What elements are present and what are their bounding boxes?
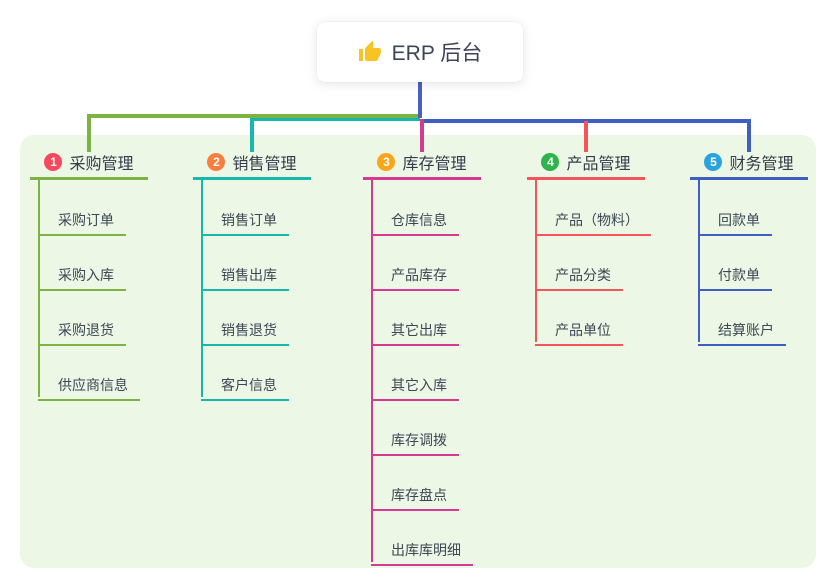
root-label: ERP 后台 [391,42,483,65]
mindmap-background-panel [20,135,816,568]
child-node-结算账户[interactable]: 结算账户 [698,316,786,346]
child-node-产品（物料）[interactable]: 产品（物料） [535,206,651,236]
child-node-产品单位[interactable]: 产品单位 [535,316,623,346]
child-node-产品库存[interactable]: 产品库存 [371,261,459,291]
root-node[interactable]: ERP 后台 [317,22,523,82]
branch-header-销售管理[interactable]: 2 销售管理 [193,146,311,180]
child-node-采购退货[interactable]: 采购退货 [38,316,126,346]
branch-header-产品管理[interactable]: 4 产品管理 [527,146,645,180]
branch-label: 销售管理 [232,155,297,173]
branch-number-badge: 2 [207,152,226,171]
child-node-产品分类[interactable]: 产品分类 [535,261,623,291]
branch-label: 财务管理 [729,155,794,173]
child-node-客户信息[interactable]: 客户信息 [201,371,289,401]
child-node-回款单[interactable]: 回款单 [698,206,772,236]
branch-spine [201,180,203,397]
branch-label: 库存管理 [402,155,467,173]
child-node-销售订单[interactable]: 销售订单 [201,206,289,236]
branch-number-badge: 4 [541,152,560,171]
child-node-销售退货[interactable]: 销售退货 [201,316,289,346]
child-node-供应商信息[interactable]: 供应商信息 [38,371,140,401]
child-node-仓库信息[interactable]: 仓库信息 [371,206,459,236]
branch-spine [38,180,40,397]
branch-spine [535,180,537,342]
branch-number-badge: 5 [704,152,723,171]
branch-spine [371,180,373,562]
branch-label: 产品管理 [566,155,631,173]
child-node-其它出库[interactable]: 其它出库 [371,316,459,346]
branch-label: 采购管理 [69,155,134,173]
child-node-采购入库[interactable]: 采购入库 [38,261,126,291]
branch-header-库存管理[interactable]: 3 库存管理 [363,146,481,180]
child-node-其它入库[interactable]: 其它入库 [371,371,459,401]
branch-number-badge: 3 [377,152,396,171]
child-node-库存调拨[interactable]: 库存调拨 [371,426,459,456]
child-node-付款单[interactable]: 付款单 [698,261,772,291]
child-node-采购订单[interactable]: 采购订单 [38,206,126,236]
thumbs-up-icon [358,40,382,64]
branch-header-财务管理[interactable]: 5 财务管理 [690,146,808,180]
child-node-库存盘点[interactable]: 库存盘点 [371,481,459,511]
branch-header-采购管理[interactable]: 1 采购管理 [30,146,148,180]
branch-number-badge: 1 [44,152,63,171]
child-node-销售出库[interactable]: 销售出库 [201,261,289,291]
branch-spine [698,180,700,342]
child-node-出库库明细[interactable]: 出库库明细 [371,536,473,566]
